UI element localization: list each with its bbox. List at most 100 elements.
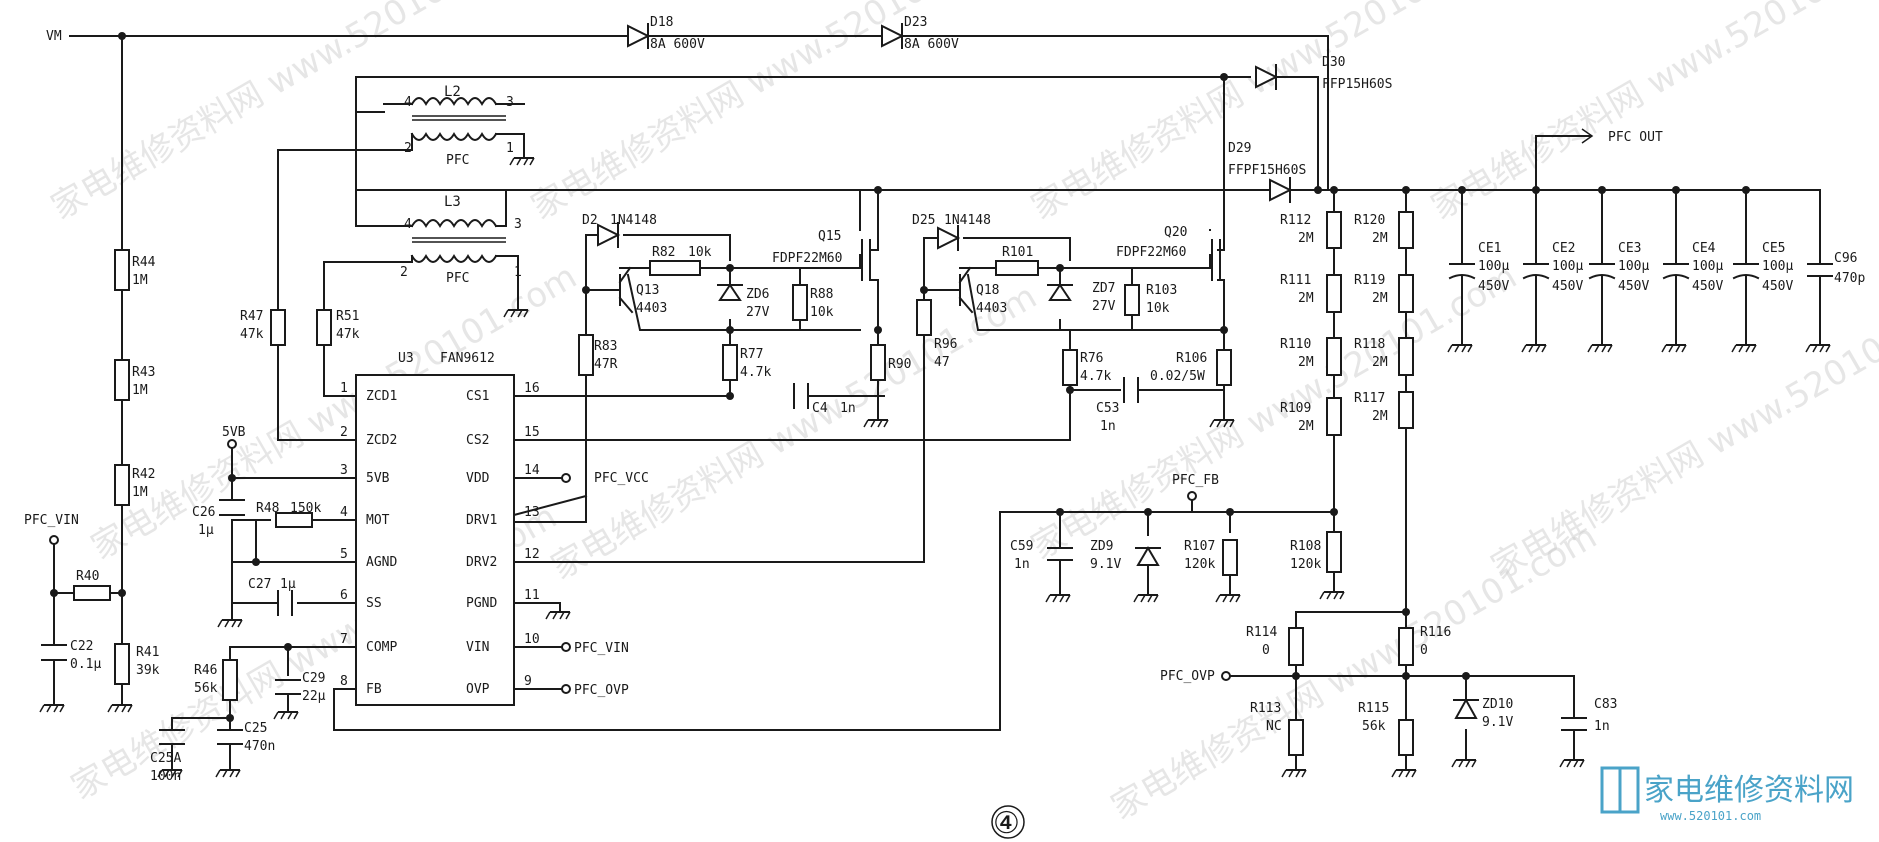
ce3-volt: 450V [1618, 279, 1649, 294]
r83-val: 47R [594, 357, 618, 372]
zd10-ref: ZD10 [1482, 697, 1513, 712]
r118-ref: R118 [1354, 337, 1385, 352]
ce2-ref: CE2 [1552, 241, 1575, 256]
r107-ref: R107 [1184, 539, 1215, 554]
r83-ref: R83 [594, 339, 617, 354]
net-5vb: 5VB [222, 425, 246, 449]
q20-ref: Q20 [1164, 225, 1187, 240]
capacitor-ce5: CE5 100μ 450V [1731, 241, 1793, 353]
c83-ref: C83 [1594, 697, 1617, 712]
ic-ref: U3 [398, 351, 414, 366]
resistor-r47: R47 47k [240, 309, 286, 346]
page-number: ④ [993, 806, 1020, 841]
net-pfc-fb-label: PFC_FB [1172, 473, 1219, 488]
r109-val: 2M [1298, 419, 1314, 434]
ic-pin-name: ZCD1 [366, 389, 397, 404]
c25-ref: C25 [244, 721, 267, 736]
l3-pin2: 2 [400, 265, 408, 280]
c27-ref: C27 [248, 577, 271, 592]
ic-pin-name: DRV2 [466, 555, 497, 570]
r111-ref: R111 [1280, 273, 1311, 288]
r115-val: 56k [1362, 719, 1386, 734]
ic-pin-num: 7 [340, 632, 348, 647]
resistor-r43: R43 1M [114, 359, 155, 401]
ic-left-pins: 1 ZCD1 2 ZCD2 3 5VB 4 MOT 5 AGND 6 SS 7 … [340, 381, 397, 697]
capacitor-ce3: CE3 100μ 450V [1587, 241, 1649, 353]
r107-val: 120k [1184, 557, 1215, 572]
r88-ref: R88 [810, 287, 833, 302]
r108-ref: R108 [1290, 539, 1321, 554]
site-logo: 家电维修资料网 www.520101.com [1600, 766, 1854, 823]
r109-ref: R109 [1280, 401, 1311, 416]
watermark-4: 家电维修资料网 www.520101.com [1425, 0, 1879, 228]
resistor-r111: R111 2M [1280, 273, 1342, 313]
c59-val: 1n [1014, 557, 1030, 572]
resistor-r110: R110 2M [1280, 337, 1342, 376]
d23-ref: D23 [904, 15, 927, 30]
resistor-r90: R90 [863, 344, 911, 428]
resistor-r113: R113 NC [1250, 701, 1307, 778]
capacitor-ce1: CE1 100μ 450V [1447, 241, 1509, 353]
ce5-val: 100μ [1762, 259, 1793, 274]
ic-pin-num: 3 [340, 463, 348, 478]
r47-ref: R47 [240, 309, 263, 324]
resistor-r115: R115 56k [1358, 701, 1417, 778]
r41-val: 39k [136, 663, 160, 678]
resistor-r41: R41 39k [107, 643, 160, 713]
inductor-l3: L3 PFC 4 3 2 1 [383, 189, 529, 318]
resistor-r96: R96 47 [916, 299, 957, 370]
ic-pin-name: COMP [366, 640, 397, 655]
resistor-r101: R101 [995, 245, 1039, 276]
resistor-r106: R106 0.02/5W [1150, 349, 1235, 428]
r48-ref: R48 [256, 501, 279, 516]
diode-d25: D25 1N4148 [912, 213, 991, 251]
page-number-group: ④ [991, 805, 1025, 841]
l3-ref: L3 [444, 194, 461, 210]
ic-pin-name: 5VB [366, 471, 390, 486]
ic-right-pins: 16 CS1 15 CS2 14 VDD 13 DRV1 12 DRV2 11 … [466, 381, 540, 697]
zener-zd10: ZD10 9.1V [1451, 697, 1513, 768]
q13-val: 4403 [636, 301, 667, 316]
resistor-r40: R40 [73, 569, 111, 601]
d29-val: FFPF15H60S [1228, 163, 1306, 178]
ic-pin-num: 10 [524, 632, 540, 647]
net-pfc-vcc-label: PFC_VCC [594, 471, 649, 486]
r44-ref: R44 [132, 255, 156, 270]
ic-pin-num: 15 [524, 425, 540, 440]
capacitor-c59: C59 1n [1010, 511, 1073, 603]
q13-ref: Q13 [636, 283, 659, 298]
c4-ref: C4 [812, 401, 828, 416]
c22-ref: C22 [70, 639, 93, 654]
q15-val: FDPF22M60 [772, 251, 842, 266]
r46-val: 56k [194, 681, 218, 696]
l2-pin3: 3 [506, 95, 514, 110]
ic-pin-name: VDD [466, 471, 490, 486]
l2-ref: L2 [444, 84, 461, 100]
ic-pin-num: 1 [340, 381, 348, 396]
zd7-val: 27V [1092, 299, 1116, 314]
net-pfc-vin-right: PFC_VIN [561, 641, 629, 656]
ce1-ref: CE1 [1478, 241, 1501, 256]
ic-pin-num: 6 [340, 588, 348, 603]
ce3-ref: CE3 [1618, 241, 1641, 256]
r120-ref: R120 [1354, 213, 1385, 228]
r117-ref: R117 [1354, 391, 1385, 406]
resistor-r117: R117 2M [1354, 391, 1414, 429]
diode-d29: D29 FFPF15H60S [1228, 141, 1306, 203]
capacitor-ce2: CE2 100μ 450V [1521, 241, 1583, 353]
d18-val: 8A 600V [650, 37, 705, 52]
d25-ref: D25 [912, 213, 935, 228]
ic-pin-name: ZCD2 [366, 433, 397, 448]
resistor-r83: R83 47R [578, 334, 618, 376]
capacitor-c53: C53 1n [1096, 377, 1139, 434]
resistor-r116: R116 0 [1398, 625, 1451, 666]
r48-val: 150k [290, 501, 321, 516]
resistor-r48: R48 150k [256, 501, 321, 528]
r77-ref: R77 [740, 347, 763, 362]
r43-val: 1M [132, 383, 148, 398]
ic-pin-num: 5 [340, 547, 348, 562]
r51-val: 47k [336, 327, 360, 342]
ic-pin-name: AGND [366, 555, 397, 570]
resistor-r109: R109 2M [1280, 397, 1342, 436]
resistor-r77: R77 4.7k [722, 344, 771, 381]
